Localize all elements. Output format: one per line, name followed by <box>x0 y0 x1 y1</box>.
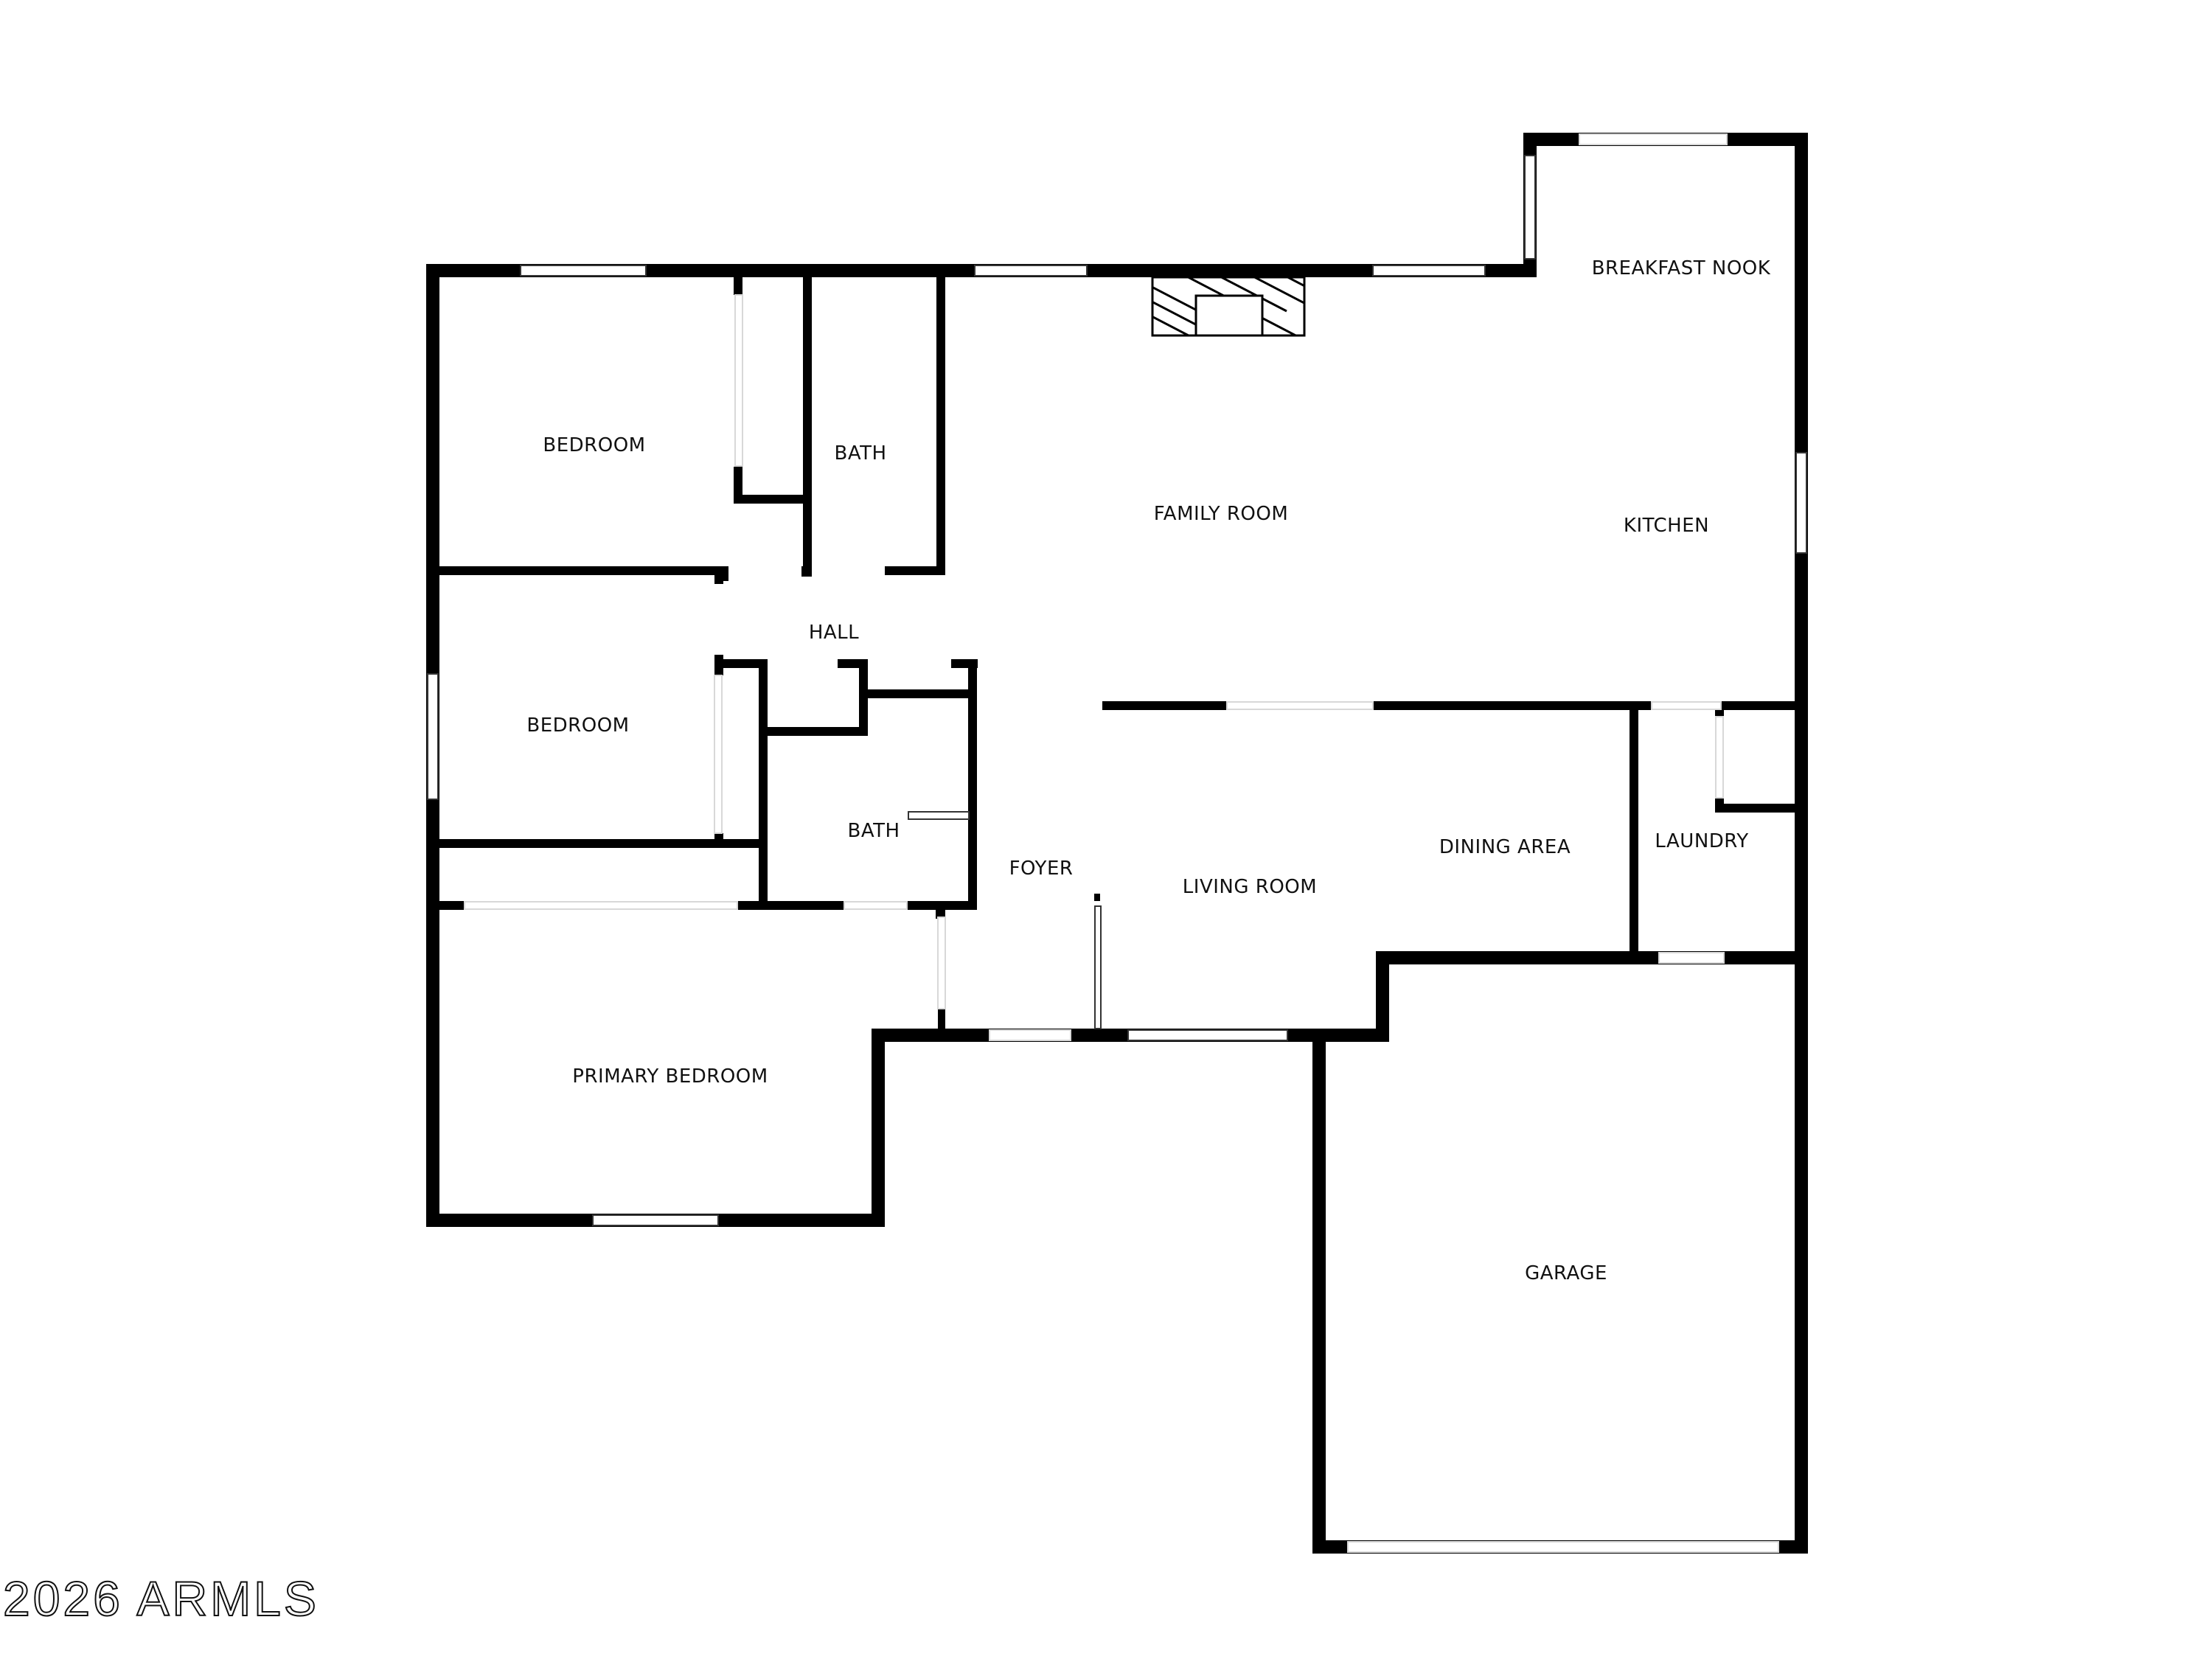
room-label-laundry: LAUNDRY <box>1655 830 1749 852</box>
room-label-living-room: LIVING ROOM <box>1182 876 1318 898</box>
watermark: 2026 ARMLS <box>2 1571 319 1627</box>
room-label-kitchen: KITCHEN <box>1623 515 1710 537</box>
interior-walls <box>426 277 1808 1029</box>
room-label-bedroom-2: BEDROOM <box>526 714 630 737</box>
room-label-dining-area: DINING AREA <box>1439 836 1571 858</box>
windows <box>427 155 1807 1226</box>
room-label-bath-1: BATH <box>834 442 887 465</box>
doors <box>464 133 1779 1553</box>
room-label-family-room: FAMILY ROOM <box>1153 503 1289 525</box>
room-label-breakfast-nook: BREAKFAST NOOK <box>1591 257 1771 279</box>
room-label-bath-2: BATH <box>847 820 900 842</box>
room-label-primary-bedroom: PRIMARY BEDROOM <box>572 1065 768 1088</box>
room-label-bedroom-1: BEDROOM <box>543 434 646 456</box>
fireplace-icon <box>1151 276 1306 337</box>
room-label-garage: GARAGE <box>1525 1262 1607 1284</box>
room-label-hall: HALL <box>808 622 860 644</box>
room-label-foyer: FOYER <box>1009 858 1074 880</box>
